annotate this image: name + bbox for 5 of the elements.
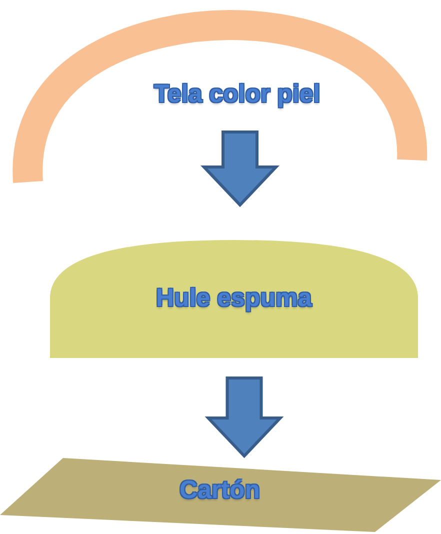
block-arrow [204,376,284,458]
node-label: Hule espuma [156,284,312,313]
node-label: Tela color piel [154,80,320,109]
block-arrow [200,130,280,208]
node-label: Cartón [180,476,260,505]
